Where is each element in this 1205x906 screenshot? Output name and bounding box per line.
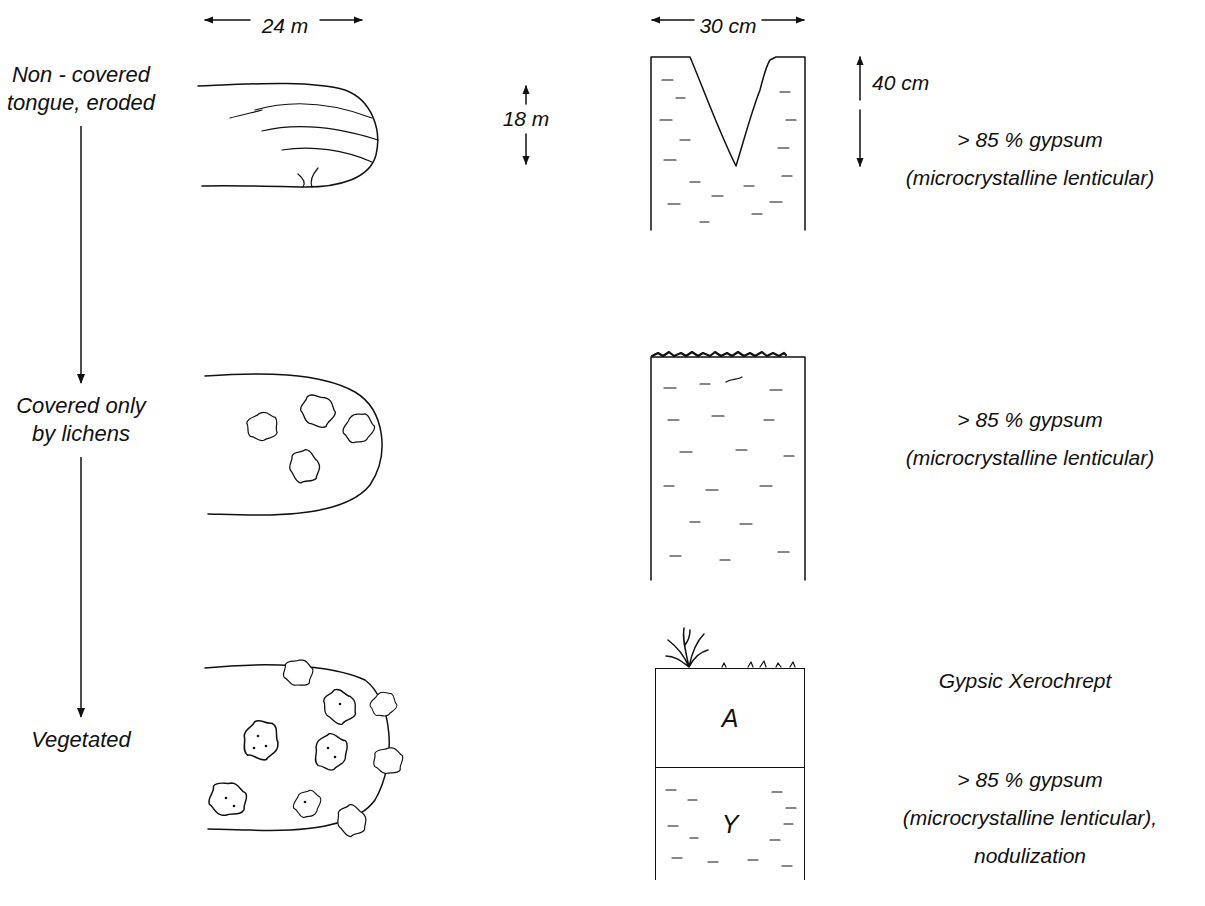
dimension-line [859, 57, 861, 166]
soil-profile-eroded [651, 57, 805, 230]
soil-horizon: Y [655, 768, 805, 880]
composition-note: > 85 % gypsum (microcrystalline lenticul… [890, 761, 1170, 875]
stage-label: Covered only by lichens [4, 392, 158, 448]
stage-label: Vegetated [4, 726, 158, 754]
dimension-label: 30 cm [697, 7, 759, 45]
soil-class: Gypsic Xerochrept [870, 662, 1180, 700]
dimension-label: 24 m [255, 7, 315, 45]
tongue-lichens [205, 374, 382, 515]
succession-arrow [80, 126, 82, 383]
composition-note: > 85 % gypsum (microcrystalline lenticul… [890, 401, 1170, 477]
horizon-symbol: Y [722, 810, 739, 839]
tongue-vegetated [205, 655, 405, 839]
soil-profile-lichen [651, 352, 805, 580]
succession-arrow [80, 457, 82, 717]
stage-text: Non - covered tongue, eroded [4, 61, 158, 117]
dimension-label: 40 cm [872, 64, 942, 102]
stage-text: Vegetated [4, 726, 158, 754]
soil-profile-vegetated [666, 628, 796, 866]
tongue-eroded [198, 84, 378, 188]
dimension-label: 18 m [500, 100, 552, 138]
stage-label: Non - covered tongue, eroded [4, 61, 158, 117]
composition-note: > 85 % gypsum (microcrystalline lenticul… [890, 121, 1170, 197]
stage-text: Covered only by lichens [4, 392, 158, 448]
horizon-symbol: A [722, 704, 739, 733]
soil-horizon: A [655, 668, 805, 768]
